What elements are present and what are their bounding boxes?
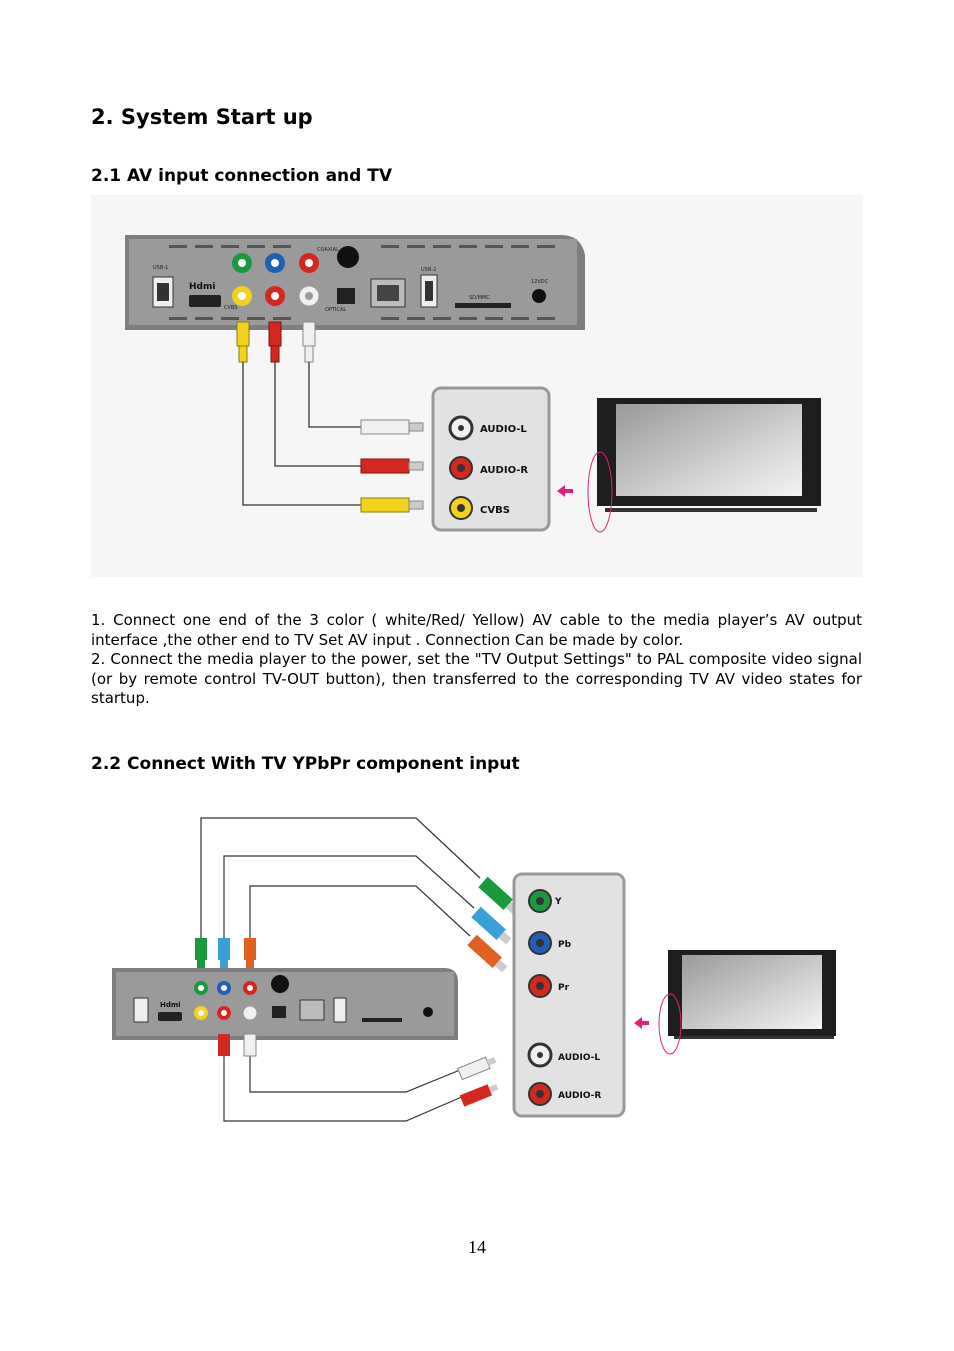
instruction-step-2: 2. Connect the media player to the power… [91,650,862,707]
media-player-rear-panel-2: Hdmi [112,968,458,1040]
coaxial-port-label: COAXIAL [317,247,339,253]
magenta-arrow-icon [557,485,573,497]
cvbs-label: CVBS [480,505,510,516]
pb-label: Pb [558,940,572,950]
sdmmc-label: SD/MMC [469,295,490,301]
ypbpr-plugs-device-bottom [218,1033,257,1057]
tv-icon [587,398,821,533]
audio-l-label-2: AUDIO-L [558,1053,600,1063]
section-heading-ypbpr: 2.2 Connect With TV YPbPr component inpu… [91,754,520,774]
page-number: 14 [468,1237,486,1257]
pr-label: Pr [558,983,570,993]
section-heading-av: 2.1 AV input connection and TV [91,166,392,186]
tv-component-input-panel: Y Pb Pr AUDIO-L AUDIO-R [512,872,626,1118]
magenta-arrow-icon-2 [634,1017,649,1029]
ypbpr-plugs-device-top [195,938,256,972]
av-cable-plugs-bottom [360,419,424,513]
audio-r-label-2: AUDIO-R [558,1091,601,1101]
ypbpr-cables [200,817,481,1122]
page-title: 2. System Start up [91,105,313,129]
audio-r-label: AUDIO-R [480,465,528,476]
y-label: Y [554,897,562,907]
usb2-port-label: USB-2 [421,267,436,273]
instruction-step-1: 1. Connect one end of the 3 color ( whit… [91,611,862,649]
audio-l-label: AUDIO-L [480,424,527,435]
ypbpr-connection-diagram: Hdmi Y Pb Pr AUDIO-L AUDIO-R [112,817,836,1122]
usb-port-label: USB-1 [153,265,168,271]
av-cable-plugs-top [236,321,316,363]
media-player-rear-panel: USB-1 Hdmi CVBS COAXIAL OPTICAL USB-2 SD… [125,235,585,330]
ypbpr-plugs-panel-side [457,876,519,1107]
dc-input-label: 12VDC [531,279,549,285]
av-connection-diagram: USB-1 Hdmi CVBS COAXIAL OPTICAL USB-2 SD… [91,195,863,577]
tv-av-input-panel: AUDIO-L AUDIO-R CVBS [431,386,551,532]
tv-icon-2 [658,950,836,1055]
av-cables [242,362,361,506]
cvbs-port-label: CVBS [224,305,237,311]
optical-port-label: OPTICAL [325,307,346,313]
av-instructions: 1. Connect one end of the 3 color ( whit… [91,611,862,709]
hdmi-logo: Hdmi [189,282,215,292]
hdmi-logo-2: Hdmi [160,1001,181,1009]
